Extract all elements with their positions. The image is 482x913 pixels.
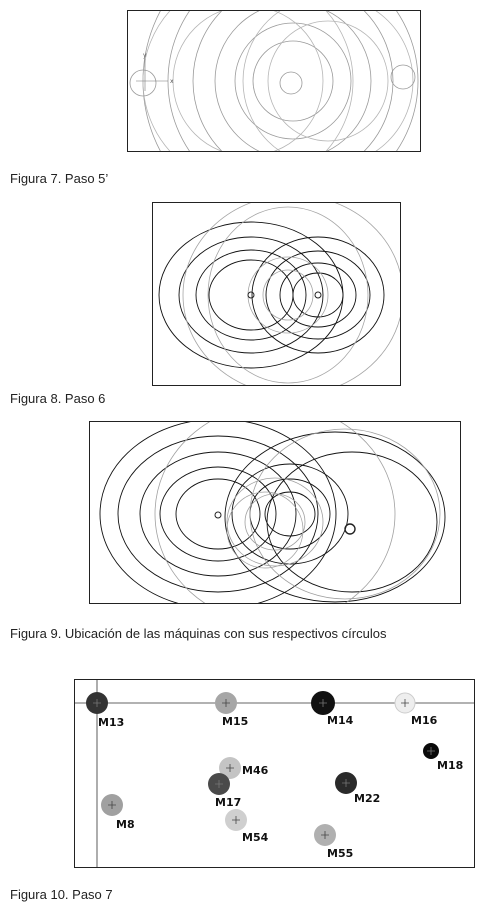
fig8-ellipse — [251, 236, 385, 354]
fig7-arc — [252, 40, 334, 122]
machine-center-cross — [401, 699, 409, 707]
figure-7-caption: Figura 7. Paso 5’ — [10, 171, 109, 186]
fig9-center-mark — [214, 511, 222, 519]
fig7-arc — [242, 11, 414, 151]
fig8-ellipse — [265, 250, 371, 340]
fig9-ellipse — [139, 451, 297, 577]
machine-m55: M55 — [314, 824, 353, 860]
machine-label: M55 — [327, 847, 353, 860]
machine-label: M54 — [242, 831, 269, 844]
fig9-ellipse — [117, 435, 319, 593]
machine-label: M16 — [411, 714, 438, 727]
machine-center-cross — [342, 779, 350, 787]
fig7-arc — [214, 11, 372, 151]
machine-center-cross — [226, 764, 234, 772]
fig8-grey-ring — [182, 203, 400, 385]
fig9-center-mark — [344, 523, 356, 535]
fig9-grey-ring — [154, 422, 396, 603]
fig7-arc — [267, 20, 389, 142]
machine-label: M13 — [98, 716, 124, 729]
machine-label: M22 — [354, 792, 380, 805]
fig9-ellipse — [99, 422, 337, 603]
figure-10-caption: Figura 10. Paso 7 — [10, 887, 113, 902]
machine-m17: M17 — [208, 773, 241, 809]
figure-9-svg — [99, 422, 446, 603]
machine-m14: M14 — [311, 691, 354, 727]
machine-center-cross — [319, 699, 327, 707]
fig7-y-label: y — [143, 52, 147, 59]
machine-m46: M46 — [219, 757, 269, 779]
fig8-ellipse — [292, 272, 344, 318]
fig7-small-circle — [279, 71, 303, 95]
fig8-grey-ring — [262, 269, 314, 321]
fig7-small-circle — [390, 64, 416, 90]
machine-m15: M15 — [215, 692, 248, 728]
fig9-grey-ring — [226, 477, 324, 567]
fig8-ellipse — [195, 249, 307, 341]
figure-7-drawing: y x — [127, 10, 421, 152]
figure-8-caption: Figura 8. Paso 6 — [10, 391, 106, 406]
figure-8-drawing — [152, 202, 401, 386]
machine-center-cross — [222, 699, 230, 707]
fig9-ellipse — [224, 431, 446, 603]
fig7-small-circle — [129, 69, 157, 97]
fig9-grey-ring — [226, 491, 304, 569]
fig8-grey-ring — [247, 256, 329, 334]
fig9-ellipse — [266, 451, 438, 593]
fig7-arc — [142, 11, 354, 151]
machine-label: M15 — [222, 715, 248, 728]
fig7-arc — [142, 11, 161, 151]
figure-9-caption: Figura 9. Ubicación de las máquinas con … — [10, 626, 387, 641]
machine-m8: M8 — [101, 794, 135, 831]
fig8-grey-ring — [207, 206, 369, 384]
machine-center-cross — [108, 801, 116, 809]
fig8-center-mark — [314, 291, 322, 299]
machine-m18: M18 — [423, 743, 463, 772]
machine-label: M14 — [327, 714, 354, 727]
machine-label: M17 — [215, 796, 241, 809]
fig8-center-mark — [247, 291, 255, 299]
fig7-arc — [172, 11, 324, 151]
machine-m16: M16 — [394, 692, 438, 727]
fig8-ellipse — [279, 262, 357, 328]
fig9-grey-ring — [244, 493, 306, 551]
fig9-ellipse — [264, 491, 316, 537]
fig7-arc — [234, 22, 352, 140]
fig7-arc — [192, 11, 394, 151]
figure-9-drawing — [89, 421, 461, 604]
fig9-ellipse — [175, 478, 261, 550]
machine-m54: M54 — [225, 809, 269, 844]
machine-label: M18 — [437, 759, 463, 772]
machine-label: M8 — [116, 818, 135, 831]
machine-label: M46 — [242, 764, 269, 777]
fig8-ellipse — [178, 236, 324, 354]
machine-center-cross — [93, 699, 101, 707]
machine-center-cross — [321, 831, 329, 839]
machine-center-cross — [215, 780, 223, 788]
fig9-grey-ring — [249, 428, 441, 600]
machine-m13: M13 — [86, 692, 124, 729]
fig7-x-label: x — [170, 78, 174, 85]
machine-m22: M22 — [335, 772, 380, 805]
figure-8-svg — [158, 203, 400, 385]
machine-center-cross — [232, 816, 240, 824]
fig9-ellipse — [159, 466, 277, 562]
figure-7-svg: y x — [129, 11, 419, 151]
machine-center-cross — [427, 747, 435, 755]
